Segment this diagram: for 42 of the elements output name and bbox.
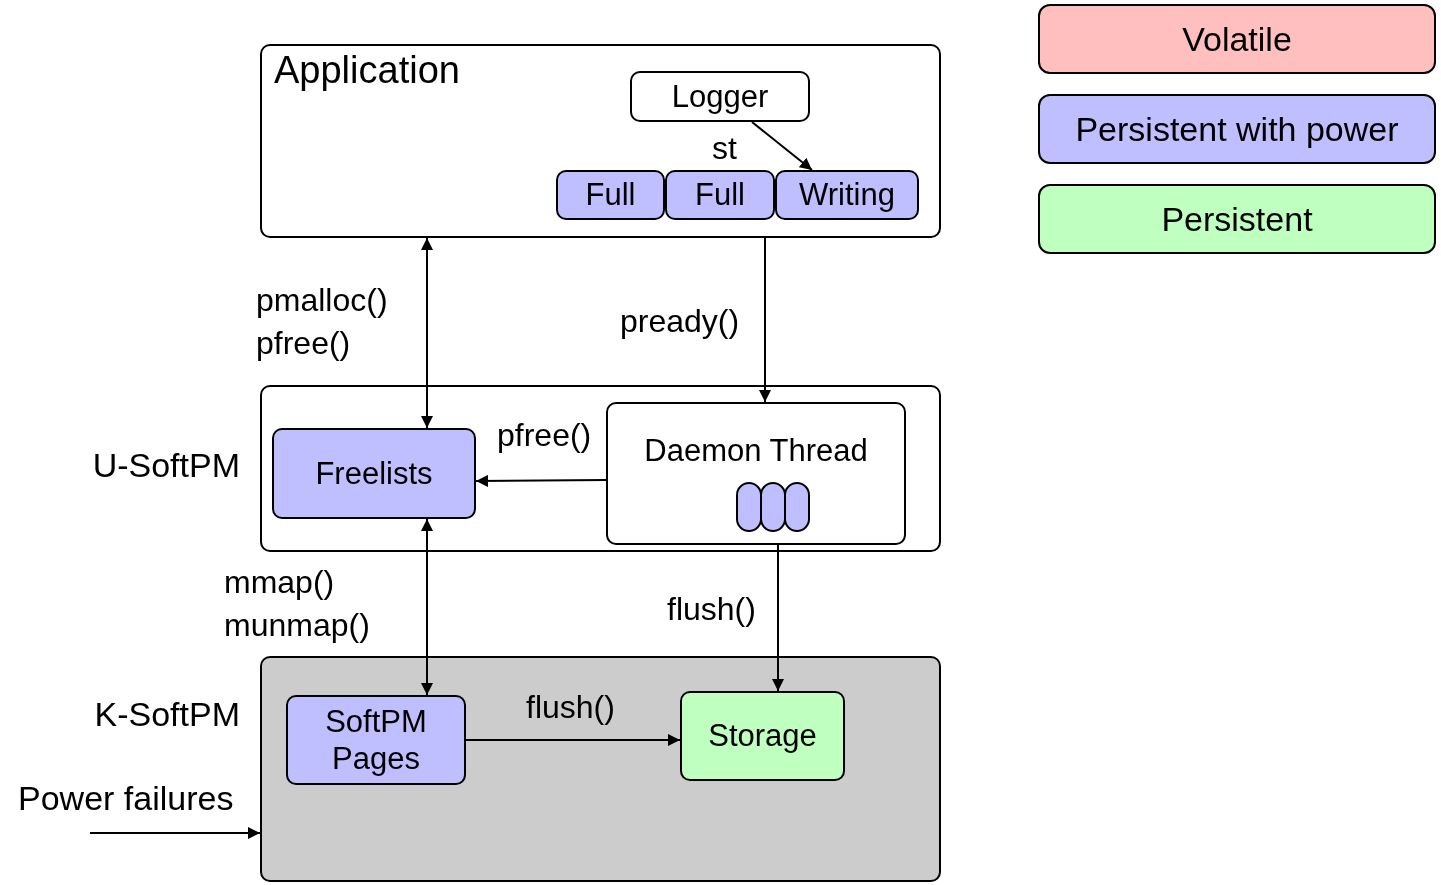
node-label: SoftPM Pages (324, 702, 428, 778)
node-label: Storage (708, 717, 817, 755)
arrow (465, 734, 681, 746)
node-label: Full (585, 176, 636, 214)
pages-box (286, 695, 466, 785)
legend-swatch: Persistent (1038, 184, 1436, 254)
queue-slot (760, 482, 786, 532)
node-label: Freelists (315, 454, 433, 493)
edge-label: flush() (667, 590, 756, 629)
arrow (89, 827, 261, 839)
arrow (421, 518, 433, 696)
node-label: Logger (671, 77, 769, 116)
node-text: Power failures (18, 778, 234, 819)
node-label: Writing (799, 176, 895, 214)
node-label: Full (695, 176, 745, 214)
edge-label: flush() (526, 688, 615, 727)
edge-label: mmap() munmap() (224, 563, 371, 646)
edge-label: pmalloc() pfree() (256, 281, 389, 364)
freelists-box (272, 428, 476, 519)
node-label: Daemon Thread (644, 432, 868, 470)
edge-label: pfree() (497, 416, 592, 455)
buffer-box (665, 170, 775, 220)
buffer-box (556, 170, 665, 220)
thread-box (606, 402, 906, 545)
node-label: U-SoftPM (92, 445, 240, 486)
queue-slot (736, 482, 762, 532)
arrow (759, 237, 771, 403)
edge-label: st (712, 129, 737, 168)
logger-box (630, 71, 810, 122)
edge-label: pready() (620, 302, 740, 341)
arrow (421, 237, 433, 429)
arrow (751, 121, 813, 171)
arrow (475, 474, 607, 487)
buffer-box (775, 170, 919, 220)
legend-swatch: Volatile (1038, 4, 1436, 74)
node-label: K-SoftPM (94, 694, 240, 735)
storage-box (680, 691, 845, 781)
application-box (260, 44, 941, 238)
arrow (772, 544, 784, 692)
queue-slot (784, 482, 810, 532)
node-label: Application (274, 48, 460, 93)
legend-swatch: Persistent with power (1038, 94, 1436, 164)
